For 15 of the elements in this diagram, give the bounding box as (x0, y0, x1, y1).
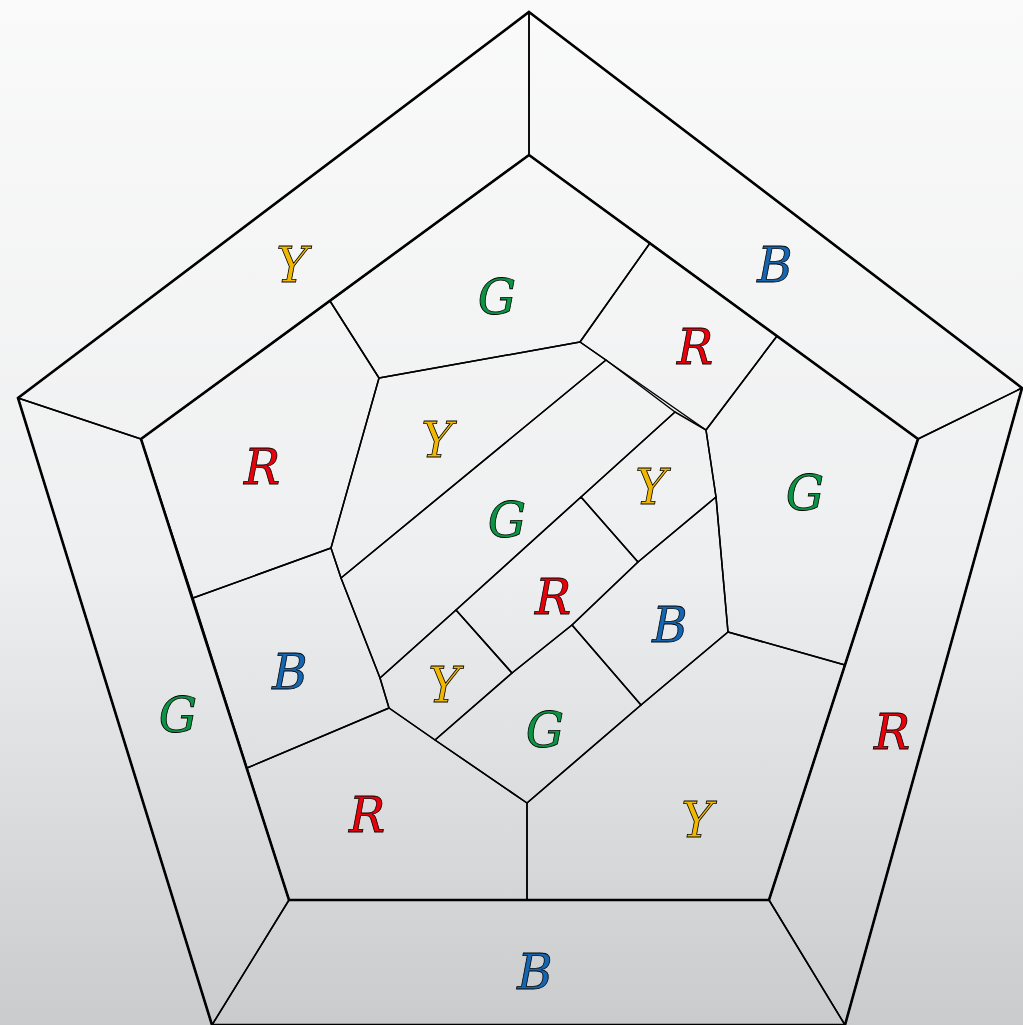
region-letter: R (348, 791, 386, 839)
region-letter: R (243, 443, 281, 491)
region-letter: G (525, 706, 565, 754)
region-letter: G (785, 469, 825, 517)
region-letter: B (272, 648, 308, 696)
region-letter: R (873, 708, 911, 756)
region-letter: R (676, 323, 714, 371)
region-letter: G (477, 273, 517, 321)
region-letter: R (534, 573, 572, 621)
region-letter: B (517, 948, 553, 996)
region-letter: G (158, 691, 198, 739)
region-letter: G (487, 496, 527, 544)
region-letter: B (757, 241, 793, 289)
map-region (212, 900, 845, 1025)
region-letter: B (652, 601, 688, 649)
